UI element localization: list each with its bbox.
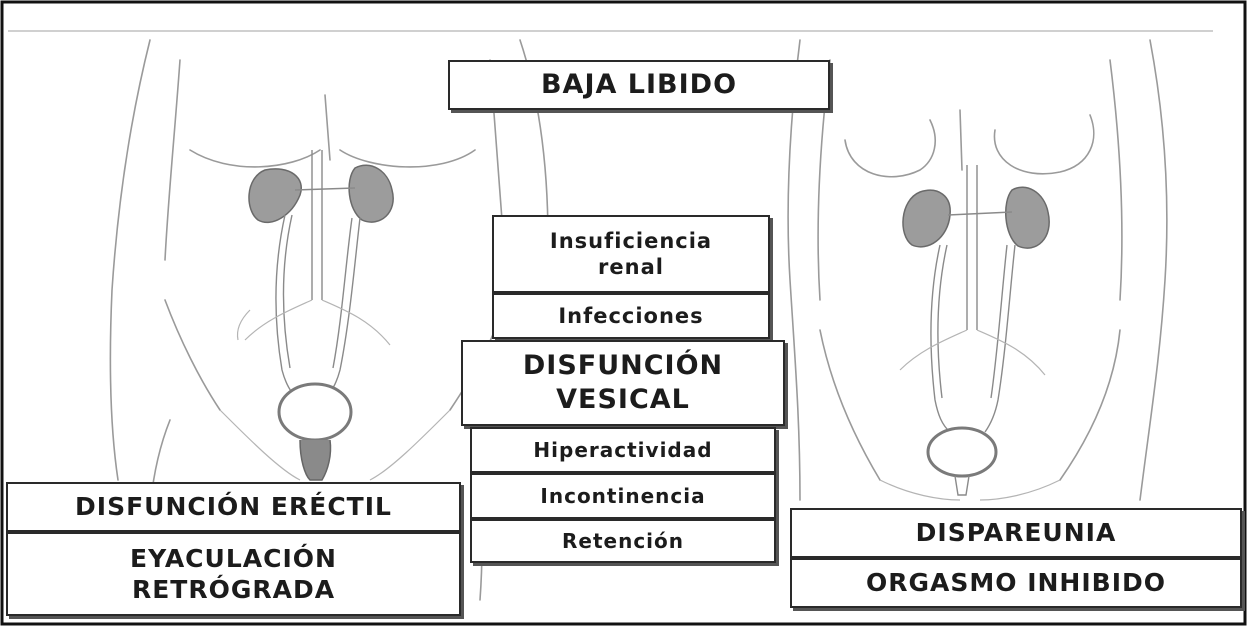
- female-torso-urinary-system-icon: [787, 39, 1168, 501]
- dispareunia-label: DISPAREUNIA: [790, 508, 1242, 558]
- orgasmo-inhibido-label: ORGASMO INHIBIDO: [790, 558, 1242, 608]
- retencion-text: Retención: [561, 528, 685, 553]
- hiperactividad-text: Hiperactividad: [533, 437, 713, 462]
- top-rule: [8, 30, 1213, 32]
- insuficiencia-renal-label: Insuficiencia renal: [492, 215, 770, 293]
- infecciones-label: Infecciones: [492, 293, 770, 339]
- hiperactividad-label: Hiperactividad: [470, 427, 776, 473]
- incontinencia-label: Incontinencia: [470, 473, 776, 519]
- eyaculacion-retrograda-text: EYACULACIÓN RETRÓGRADA: [130, 543, 337, 604]
- eyaculacion-retrograda-label: EYACULACIÓN RETRÓGRADA: [6, 532, 461, 616]
- disfuncion-vesical-text: DISFUNCIÓN VESICAL: [522, 350, 724, 415]
- orgasmo-inhibido-text: ORGASMO INHIBIDO: [865, 568, 1167, 598]
- disfuncion-erectil-label: DISFUNCIÓN ERÉCTIL: [6, 482, 461, 532]
- baja-libido-text: BAJA LIBIDO: [540, 69, 738, 101]
- disfuncion-erectil-text: DISFUNCIÓN ERÉCTIL: [75, 492, 392, 522]
- incontinencia-text: Incontinencia: [540, 483, 706, 508]
- baja-libido-label: BAJA LIBIDO: [448, 60, 830, 110]
- retencion-label: Retención: [470, 519, 776, 563]
- dispareunia-text: DISPAREUNIA: [915, 518, 1117, 548]
- insuficiencia-renal-text: Insuficiencia renal: [549, 228, 713, 279]
- disfuncion-vesical-label: DISFUNCIÓN VESICAL: [461, 340, 785, 426]
- infecciones-text: Infecciones: [558, 303, 704, 328]
